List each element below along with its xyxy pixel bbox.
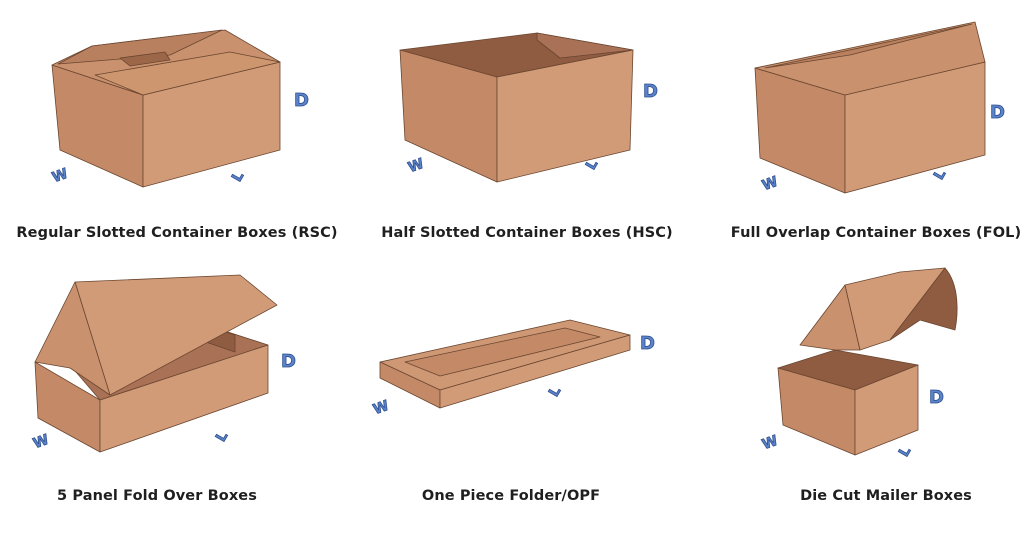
width-label: W: [371, 398, 391, 418]
width-label: W: [760, 174, 780, 194]
length-label: L: [896, 444, 914, 460]
width-label: W: [50, 166, 70, 186]
width-label: W: [760, 433, 780, 453]
depth-label: D: [990, 102, 1005, 123]
caption-mailer: Die Cut Mailer Boxes: [800, 488, 972, 504]
rsc-box-illustration: D W L: [50, 29, 309, 188]
length-label: L: [229, 169, 247, 185]
caption-fol: Full Overlap Container Boxes (FOL): [730, 225, 1022, 241]
width-label: W: [406, 156, 426, 176]
length-label: L: [213, 429, 231, 445]
fol-box-illustration: D W L: [754, 21, 1005, 195]
length-label: L: [546, 384, 564, 400]
five-panel-box-illustration: D W L: [31, 274, 296, 453]
caption-opf: One Piece Folder/OPF: [421, 488, 601, 504]
caption-hsc: Half Slotted Container Boxes (HSC): [381, 225, 673, 241]
depth-label: D: [929, 387, 944, 408]
width-label: W: [31, 432, 51, 452]
hsc-box-illustration: D W L: [399, 32, 658, 183]
depth-label: D: [294, 90, 309, 111]
opf-box-illustration: D W L: [371, 319, 655, 419]
depth-label: D: [640, 333, 655, 354]
caption-five-panel: 5 Panel Fold Over Boxes: [57, 488, 257, 504]
depth-label: D: [281, 351, 296, 372]
caption-rsc: Regular Slotted Container Boxes (RSC): [16, 225, 338, 241]
depth-label: D: [643, 81, 658, 102]
length-label: L: [931, 167, 949, 183]
mailer-box-illustration: D W L: [760, 267, 958, 460]
